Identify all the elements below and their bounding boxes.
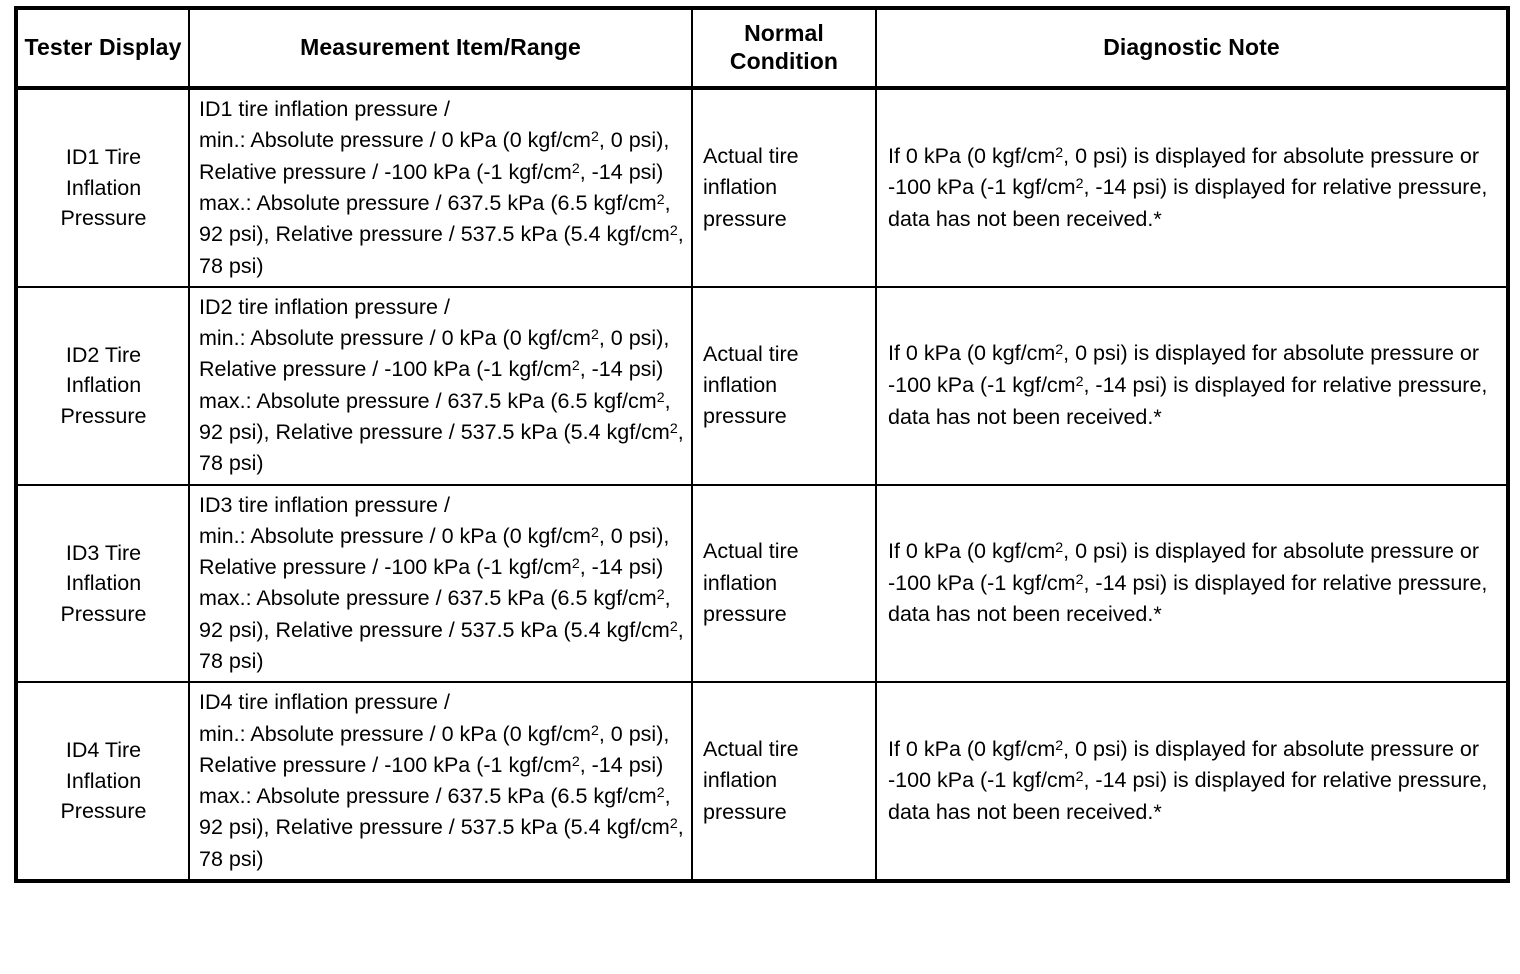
table-header: Tester Display Measurement Item/Range No…: [16, 8, 1508, 91]
cell-normal-condition: Actual tire inflation pressure: [692, 682, 877, 881]
cell-normal-condition: Actual tire inflation pressure: [692, 88, 877, 288]
cell-tester-display: ID1 Tire Inflation Pressure: [16, 88, 190, 288]
cell-measurement-item-range: ID2 tire inflation pressure / min.: Abso…: [189, 286, 693, 486]
column-header-tester-display: Tester Display: [16, 8, 190, 91]
table-row: ID4 Tire Inflation Pressure ID4 tire inf…: [16, 682, 1508, 881]
table-row: ID3 Tire Inflation Pressure ID3 tire inf…: [16, 484, 1508, 684]
cell-normal-condition: Actual tire inflation pressure: [692, 286, 877, 486]
table-body: ID1 Tire Inflation Pressure ID1 tire inf…: [16, 88, 1508, 881]
cell-measurement-item-range: ID3 tire inflation pressure / min.: Abso…: [189, 484, 693, 684]
cell-diagnostic-note: If 0 kPa (0 kgf/cm2, 0 psi) is displayed…: [876, 88, 1508, 288]
cell-measurement-item-range: ID4 tire inflation pressure / min.: Abso…: [189, 682, 693, 881]
column-header-diagnostic-note: Diagnostic Note: [876, 8, 1508, 91]
table-header-row: Tester Display Measurement Item/Range No…: [16, 8, 1508, 91]
cell-tester-display: ID3 Tire Inflation Pressure: [16, 484, 190, 684]
table-row: ID2 Tire Inflation Pressure ID2 tire inf…: [16, 286, 1508, 486]
cell-tester-display: ID4 Tire Inflation Pressure: [16, 682, 190, 881]
cell-tester-display: ID2 Tire Inflation Pressure: [16, 286, 190, 486]
tire-pressure-spec-table: Tester Display Measurement Item/Range No…: [14, 6, 1510, 883]
cell-diagnostic-note: If 0 kPa (0 kgf/cm2, 0 psi) is displayed…: [876, 286, 1508, 486]
cell-normal-condition: Actual tire inflation pressure: [692, 484, 877, 684]
cell-diagnostic-note: If 0 kPa (0 kgf/cm2, 0 psi) is displayed…: [888, 736, 1488, 824]
table-row: ID1 Tire Inflation Pressure ID1 tire inf…: [16, 88, 1508, 288]
cell-measurement-item-range: ID1 tire inflation pressure / min.: Abso…: [189, 88, 693, 288]
cell-diagnostic-note: If 0 kPa (0 kgf/cm2, 0 psi) is displayed…: [876, 484, 1508, 684]
column-header-normal-condition: Normal Condition: [692, 8, 877, 91]
column-header-measurement-item-range: Measurement Item/Range: [189, 8, 693, 91]
